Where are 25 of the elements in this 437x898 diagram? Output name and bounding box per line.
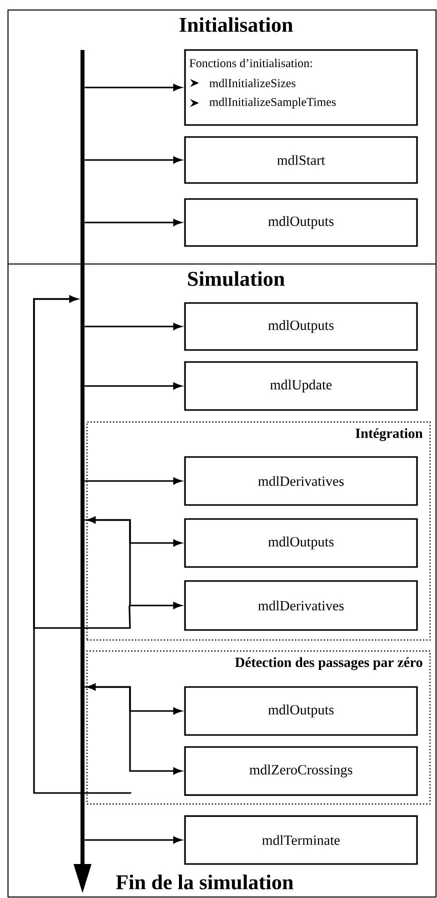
arrow — [84, 836, 182, 844]
function-box: mdlStart — [184, 136, 418, 184]
function-box: mdlDerivatives — [184, 580, 418, 631]
arrow — [84, 156, 182, 164]
arrow — [87, 684, 182, 714]
arrow — [84, 478, 182, 484]
function-box: mdlZeroCrossings — [184, 746, 418, 796]
arrow — [84, 382, 182, 390]
timeline-arrow — [74, 50, 92, 893]
arrow — [33, 296, 132, 794]
function-box: mdlOutputs — [184, 198, 418, 247]
function-box: mdlTerminate — [184, 815, 418, 865]
arrow — [84, 686, 182, 774]
function-box: mdlUpdate — [184, 361, 418, 411]
arrow — [84, 519, 182, 609]
function-box: mdlOutputs — [184, 686, 418, 736]
end-label: Fin de la simulation — [116, 874, 294, 890]
arrow — [84, 84, 182, 91]
function-box: mdlDerivatives — [184, 456, 418, 506]
arrow — [84, 219, 182, 226]
arrow — [87, 516, 182, 546]
arrow — [84, 323, 182, 330]
function-box: mdlOutputs — [184, 302, 418, 351]
function-box: mdlOutputs — [184, 518, 418, 568]
function-box: Fonctions d’initialisation: mdlInitializeSizes mdlInitializeSampleTimes — [184, 49, 418, 126]
